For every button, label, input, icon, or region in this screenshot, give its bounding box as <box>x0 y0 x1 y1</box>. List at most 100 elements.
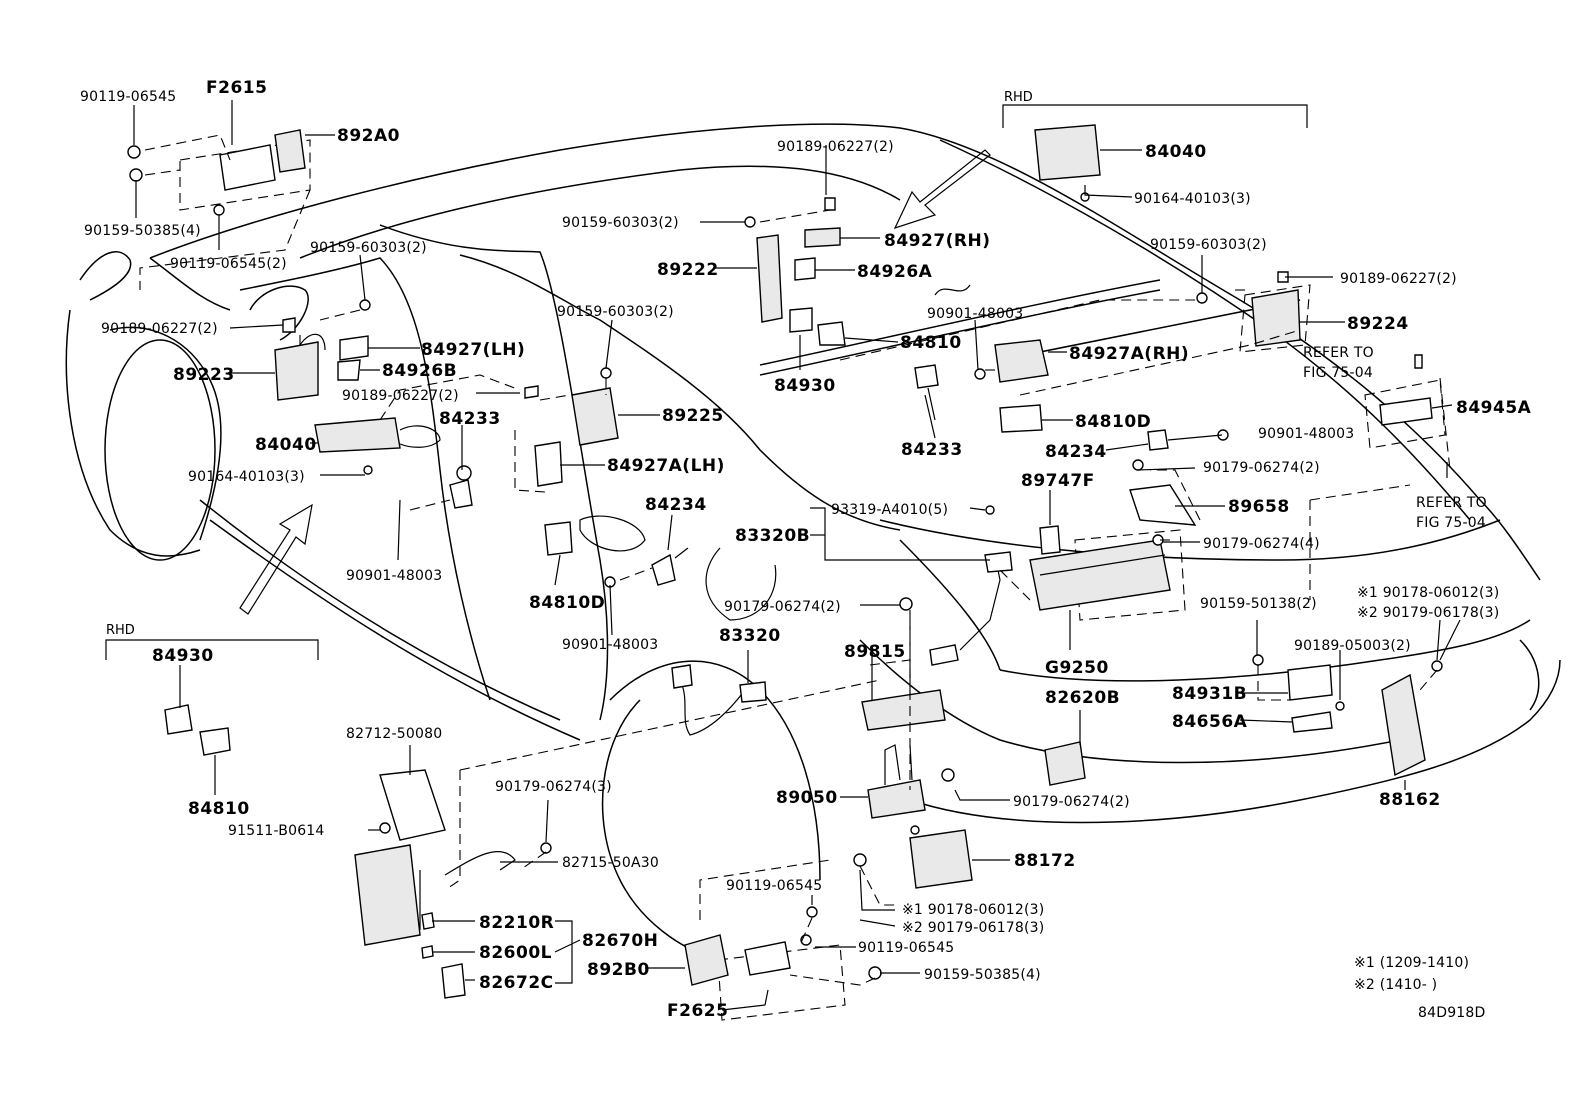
label-90119-06545: 90119-06545 <box>80 89 176 105</box>
module-88172 <box>853 825 973 889</box>
label-93319-a4010: 93319-A4010(5) <box>831 502 948 518</box>
door-handle-left <box>544 515 646 556</box>
label-90179-06274-2-b: 90179-06274(2) <box>724 599 841 615</box>
label-note2-range: ※2 (1410- ) <box>1354 977 1437 993</box>
label-90189-06227-c: 90189-06227(2) <box>1340 271 1457 287</box>
label-89815: 89815 <box>844 642 906 662</box>
label-84810d-left: 84810D <box>529 593 605 613</box>
label-89223: 89223 <box>173 365 235 385</box>
sensor-84233-left <box>449 465 473 509</box>
label-84926a: 84926A <box>857 262 933 282</box>
bracket-89658 <box>1129 459 1197 546</box>
label-90179-06274-4: 90179-06274(4) <box>1203 536 1320 552</box>
label-90179-06274-3: 90179-06274(3) <box>495 779 612 795</box>
label-90159-60303-d: 90159-60303(2) <box>1150 237 1267 253</box>
label-fig-75-04-1: FIG 75-04 <box>1303 365 1373 381</box>
label-refer-to-1: REFER TO <box>1303 345 1374 361</box>
label-82620b: 82620B <box>1045 688 1120 708</box>
vehicle-body-outline <box>65 123 1561 961</box>
label-90164-40103-left: 90164-40103(3) <box>188 469 305 485</box>
label-82600l: 82600L <box>479 943 552 963</box>
sensor-83320b <box>929 505 1013 666</box>
label-90901-48003-b: 90901-48003 <box>1258 426 1354 442</box>
label-90901-48003-c: 90901-48003 <box>346 568 442 584</box>
label-89225: 89225 <box>662 406 724 426</box>
module-892a0 <box>127 129 311 216</box>
switches-right <box>914 339 1229 451</box>
arrow-lower-left-icon <box>239 503 313 615</box>
label-83320: 83320 <box>719 626 781 646</box>
label-90164-40103-right: 90164-40103(3) <box>1134 191 1251 207</box>
rhd-bracket-left <box>105 639 319 660</box>
label-84040-left: 84040 <box>255 435 317 455</box>
label-note1-90178-06012: ※1 90178-06012(3) <box>1357 585 1499 601</box>
label-84927-lh: 84927(LH) <box>421 340 525 360</box>
label-diagram-code: 84D918D <box>1418 1005 1486 1021</box>
label-84930-mid: 84930 <box>774 376 836 396</box>
label-90159-60303: 90159-60303(2) <box>310 240 427 256</box>
label-g9250: G9250 <box>1045 658 1109 678</box>
label-89050: 89050 <box>776 788 838 808</box>
label-89222: 89222 <box>657 260 719 280</box>
label-84927-rh: 84927(RH) <box>884 231 991 251</box>
module-89222 <box>744 197 846 346</box>
label-84656a: 84656A <box>1172 712 1248 732</box>
label-84040-right: 84040 <box>1145 142 1207 162</box>
leader-lines <box>133 100 1461 1011</box>
label-84930-left: 84930 <box>152 646 214 666</box>
ecu-82670h <box>354 769 552 999</box>
label-90189-05003: 90189-05003(2) <box>1294 638 1411 654</box>
label-90119-06545-c: 90119-06545 <box>858 940 954 956</box>
label-note1-b: ※1 90178-06012(3) <box>902 902 1044 918</box>
label-90119-06545-2: 90119-06545(2) <box>170 256 287 272</box>
label-88172: 88172 <box>1014 851 1076 871</box>
label-84926b: 84926B <box>382 361 457 381</box>
label-84234-b: 84234 <box>1045 442 1107 462</box>
label-90189-06227-top: 90189-06227(2) <box>777 139 894 155</box>
label-note1-range: ※1 (1209-1410) <box>1354 955 1469 971</box>
label-rhd-left: RHD <box>106 623 135 638</box>
label-84233-a: 84233 <box>439 409 501 429</box>
label-90159-50138: 90159-50138(2) <box>1200 596 1317 612</box>
label-90901-48003-a: 90901-48003 <box>927 306 1023 322</box>
label-90159-50385-b: 90159-50385(4) <box>924 967 1041 983</box>
label-89747f: 89747F <box>1021 471 1095 491</box>
label-note2-90179-06178: ※2 90179-06178(3) <box>1357 605 1499 621</box>
label-f2625: F2625 <box>667 1001 728 1021</box>
unit-g9250 <box>1029 525 1186 621</box>
switch-84040-rhd <box>1034 124 1101 202</box>
label-82712-50080: 82712-50080 <box>346 726 442 742</box>
label-84810-left: 84810 <box>188 799 250 819</box>
label-84927a-rh: 84927A(RH) <box>1069 344 1189 364</box>
dashed-leaders <box>139 134 1451 986</box>
rhd-bracket-top <box>1002 104 1308 128</box>
module-89050 <box>867 744 955 819</box>
label-f2615: F2615 <box>206 78 267 98</box>
bracket-84931b <box>1252 654 1345 733</box>
label-89224: 89224 <box>1347 314 1409 334</box>
label-refer-to-2: REFER TO <box>1416 495 1487 511</box>
label-note2-b: ※2 90179-06178(3) <box>902 920 1044 936</box>
labels: 90119-06545 F2615 892A0 90159-50385(4) 9… <box>80 78 1532 1021</box>
arrow-upper-right-icon <box>893 149 991 230</box>
label-84810-mid: 84810 <box>900 333 962 353</box>
label-90159-60303-c: 90159-60303(2) <box>557 304 674 320</box>
label-88162: 88162 <box>1379 790 1441 810</box>
module-88162 <box>1381 660 1443 777</box>
label-82672c: 82672C <box>479 973 554 993</box>
module-89815 <box>861 597 946 731</box>
label-82210r: 82210R <box>479 913 554 933</box>
label-84945a: 84945A <box>1456 398 1532 418</box>
label-82715-50a30: 82715-50A30 <box>562 855 659 871</box>
label-89658: 89658 <box>1228 497 1290 517</box>
module-82620b <box>1044 741 1086 786</box>
label-84234-a: 84234 <box>645 495 707 515</box>
label-rhd-top: RHD <box>1004 90 1033 105</box>
label-82670h: 82670H <box>582 931 658 951</box>
label-90159-50385: 90159-50385(4) <box>84 223 201 239</box>
label-91511-b0614: 91511-B0614 <box>228 823 325 839</box>
label-90179-06274-2-a: 90179-06274(2) <box>1203 460 1320 476</box>
module-89225 <box>524 367 619 487</box>
sensor-84945a <box>1364 354 1448 478</box>
